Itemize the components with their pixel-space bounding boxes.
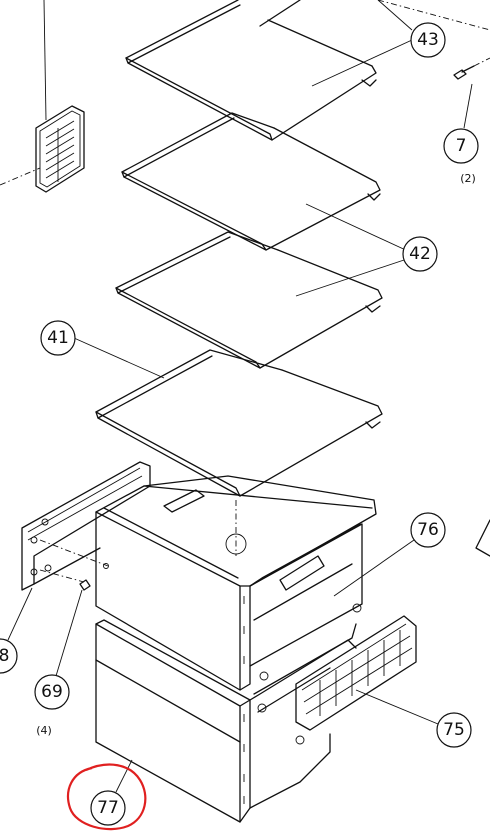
- part-bubble-42[interactable]: 42: [402, 236, 438, 272]
- leader-41: [73, 337, 165, 379]
- side-rail-drawing: [7, 461, 151, 641]
- shelf-41-drawing: [95, 349, 383, 497]
- leader-43-top: [377, 0, 413, 31]
- part-label-43: 43: [417, 30, 439, 50]
- part-label-8: 8: [0, 646, 9, 666]
- part-bubble-69[interactable]: 69: [34, 674, 70, 710]
- shelf-43-drawing: [125, 0, 377, 141]
- part-label-77: 77: [97, 798, 119, 818]
- part-label-41: 41: [47, 328, 69, 348]
- part-bubble-77[interactable]: 77: [90, 790, 126, 826]
- edge-part-drawing: [475, 519, 490, 557]
- lower-drawer-77-drawing: [95, 619, 357, 823]
- highlight-circle: [66, 763, 147, 831]
- part-bubble-41[interactable]: 41: [40, 320, 76, 356]
- vent-grille-drawing: [0, 0, 85, 193]
- leader-43: [311, 39, 413, 87]
- part-label-69: 69: [41, 682, 63, 702]
- part-label-75: 75: [443, 720, 465, 740]
- part-label-42: 42: [409, 244, 431, 264]
- part-label-76: 76: [417, 520, 439, 540]
- part-bubble-7[interactable]: 7: [443, 128, 479, 164]
- part-bubble-76[interactable]: 76: [410, 512, 446, 548]
- part-bubble-75[interactable]: 75: [436, 712, 472, 748]
- center-line-top: [377, 0, 490, 31]
- leader-42-lower: [295, 257, 411, 297]
- part-bubble-43[interactable]: 43: [410, 22, 446, 58]
- leader-42-upper: [305, 203, 411, 253]
- shelf-42-lower-drawing: [115, 231, 383, 369]
- shelf-42-upper-drawing: [121, 112, 381, 251]
- quantity-label-69: (4): [36, 724, 52, 737]
- upper-drawer-76-drawing: [95, 475, 415, 691]
- part-bubble-8[interactable]: 8: [0, 638, 18, 674]
- quantity-label-7: (2): [460, 172, 476, 185]
- screw-drawing: [453, 57, 490, 129]
- part-label-7: 7: [456, 136, 467, 156]
- screw-69-drawing: [55, 579, 91, 677]
- drawer-divider-75-drawing: [295, 615, 439, 745]
